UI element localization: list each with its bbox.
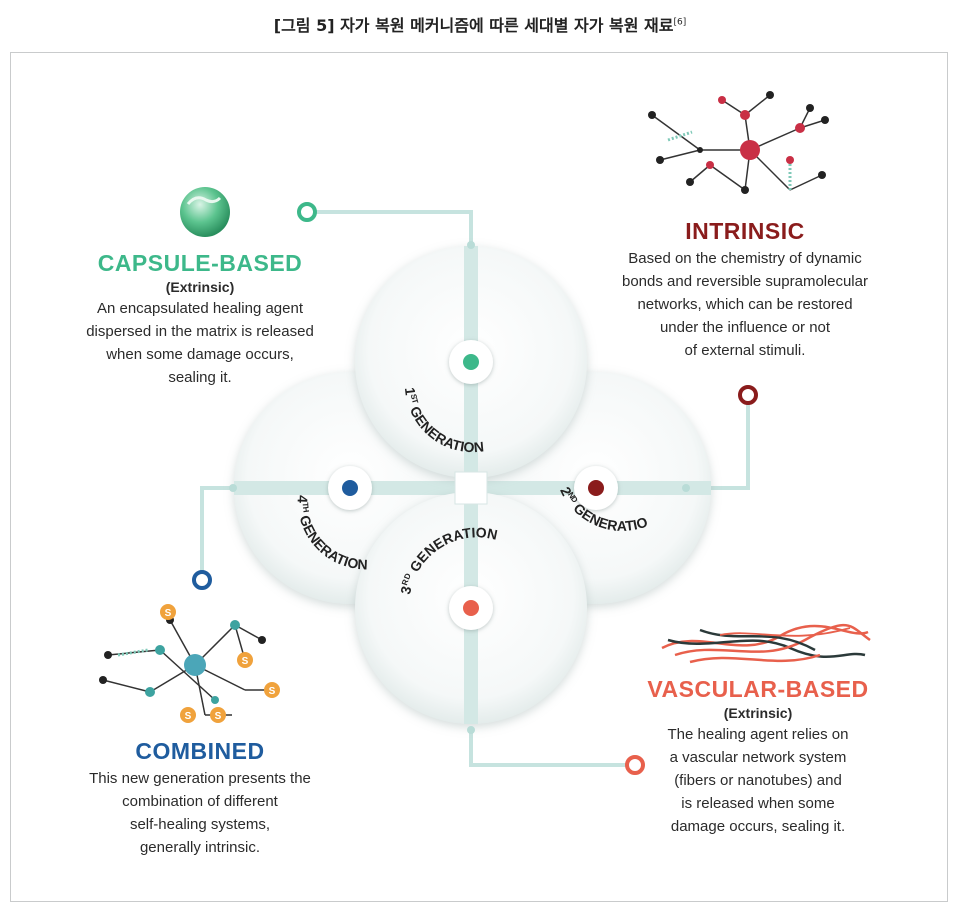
- s-label: S: [215, 711, 222, 722]
- connector-combined: [200, 486, 233, 571]
- s-label: S: [165, 608, 172, 619]
- hybrid-network-icon: S S S S S: [99, 604, 280, 723]
- vascular-text-block: VASCULAR-BASED (Extrinsic) The healing a…: [608, 676, 908, 838]
- connector-end-dots: [229, 241, 690, 734]
- vascular-heading: VASCULAR-BASED: [647, 676, 869, 702]
- molecular-network-icon: [648, 91, 829, 194]
- intrinsic-text-block: INTRINSIC Based on the chemistry of dyna…: [585, 218, 905, 362]
- capsule-type: (Extrinsic): [165, 279, 235, 295]
- figure-title: [그림 5] 자가 복원 메커니즘에 따른 세대별 자가 복원 재료[6]: [273, 16, 687, 35]
- ring-vascular: [625, 755, 645, 775]
- capsule-description: An encapsulated healing agent dispersed …: [86, 300, 314, 386]
- s-label: S: [269, 686, 276, 697]
- connector-lines: [200, 210, 750, 767]
- capsule-text-block: CAPSULE-BASED (Extrinsic) An encapsulate…: [40, 250, 360, 389]
- dot-3rd-generation-core: [463, 600, 479, 616]
- connector-capsule: [316, 210, 473, 245]
- s-label: S: [185, 711, 192, 722]
- capsule-sphere-icon: [180, 187, 230, 237]
- ring-endpoints: [192, 202, 758, 775]
- center-square: [454, 471, 488, 505]
- dot-1st-generation-core: [463, 354, 479, 370]
- generation-dots: [328, 340, 618, 630]
- vascular-description: The healing agent relies on a vascular n…: [667, 726, 849, 835]
- figure-reference: [6]: [673, 17, 687, 28]
- ring-capsule: [297, 202, 317, 222]
- combined-description: This new generation presents the combina…: [89, 770, 311, 856]
- intrinsic-heading: INTRINSIC: [685, 218, 805, 244]
- connector-vascular: [469, 730, 626, 767]
- dot-4th-generation-core: [342, 480, 358, 496]
- combined-text-block: COMBINED This new generation presents th…: [40, 738, 360, 859]
- intrinsic-description: Based on the chemistry of dynamic bonds …: [622, 250, 868, 359]
- ring-intrinsic: [738, 385, 758, 405]
- vascular-type: (Extrinsic): [723, 705, 793, 721]
- dot-2nd-generation-core: [588, 480, 604, 496]
- combined-heading: COMBINED: [135, 738, 265, 764]
- capsule-heading: CAPSULE-BASED: [97, 250, 303, 276]
- ring-combined: [192, 570, 212, 590]
- s-label: S: [242, 656, 249, 667]
- fiber-network-icon: [661, 623, 871, 664]
